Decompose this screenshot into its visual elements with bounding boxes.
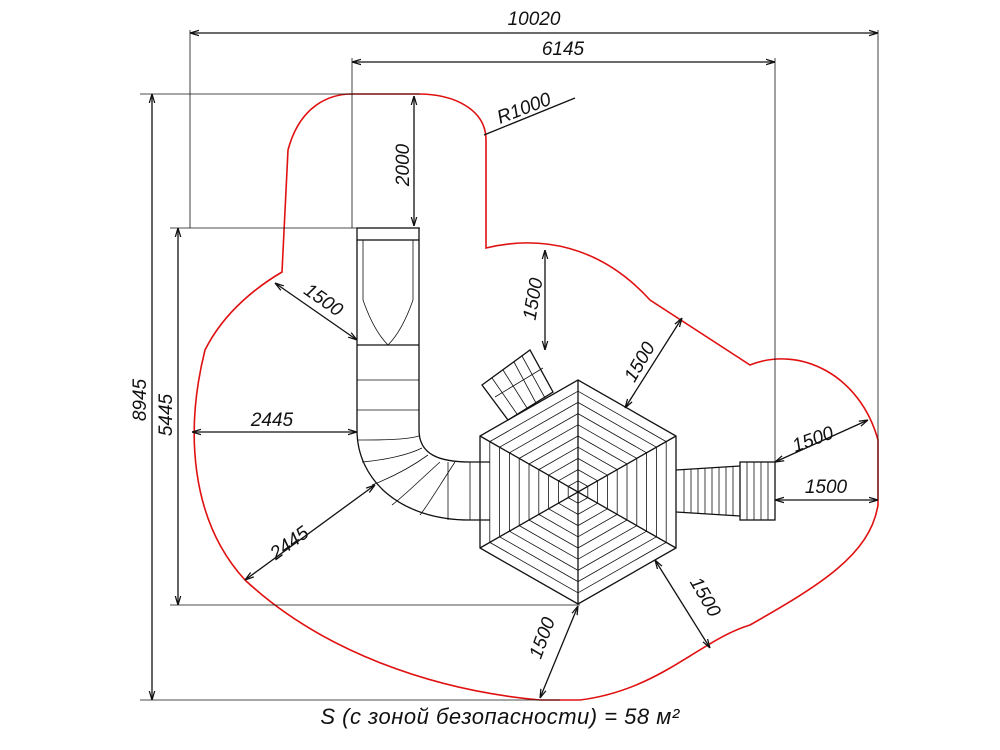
dim-overall-width: 10020	[508, 9, 561, 30]
tunnel-tube	[675, 461, 776, 521]
dim-slide-side-zone: 1500	[300, 280, 347, 322]
dim-slide-top-zone: 2000	[393, 143, 414, 187]
dim-roof-top-zone: 1500	[520, 276, 548, 322]
slide	[356, 227, 490, 521]
dim-tube-top-zone: 1500	[790, 423, 837, 457]
dim-radius: R1000	[494, 89, 554, 129]
dim-lower-right-zone: 1500	[685, 574, 725, 621]
dim-slide-bend-zone: 2445	[266, 522, 314, 565]
dim-tube-end-zone: 1500	[805, 477, 848, 498]
dim-lower-zone: 1500	[526, 614, 560, 661]
dimension-lines: 10020 6145 R1000 2000 8945 5445 2445 244…	[130, 9, 878, 700]
dim-module-depth: 5445	[156, 393, 177, 436]
safety-zone-outline	[193, 93, 879, 701]
dim-overall-depth: 8945	[130, 378, 151, 421]
dim-module-width: 6145	[542, 39, 585, 60]
dim-left-zone: 2445	[250, 410, 294, 431]
hexagonal-roof	[479, 379, 677, 605]
area-caption: S (с зоной безопасности) = 58 м²	[320, 704, 680, 729]
ladder	[481, 349, 554, 421]
